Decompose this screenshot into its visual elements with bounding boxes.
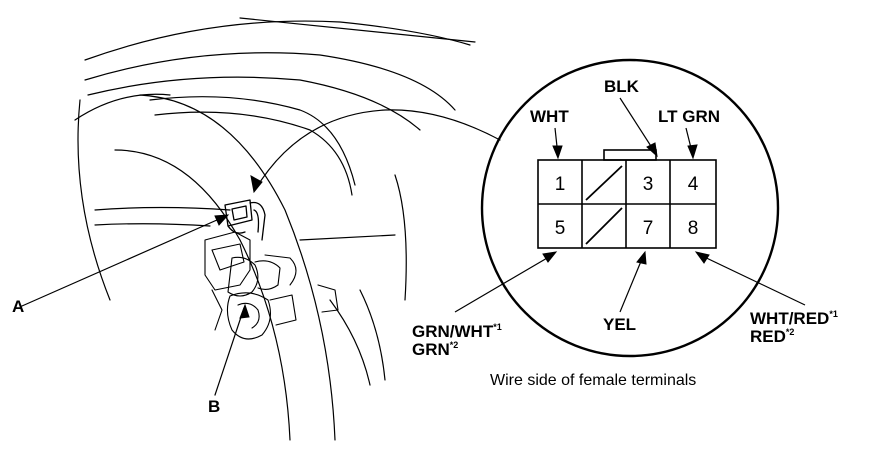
whtred-leader xyxy=(697,253,806,306)
pin-4-label: 4 xyxy=(688,174,699,195)
pin-5-label: 5 xyxy=(555,218,566,239)
dash-side-line-1 xyxy=(329,299,371,386)
red-text: RED xyxy=(750,327,786,346)
wire-label-blk: BLK xyxy=(604,77,639,96)
grn-text: GRN xyxy=(412,340,450,359)
steering-wheel-inner xyxy=(114,149,291,441)
yel-leader xyxy=(619,253,645,313)
yel-arrowhead xyxy=(636,250,647,265)
wht-red-note: *1 xyxy=(829,309,838,319)
wire-label-wht: WHT xyxy=(530,107,569,126)
grn-wht-note: *1 xyxy=(493,322,502,332)
grnwht-arrowhead xyxy=(542,251,558,263)
meter-hood-upper xyxy=(149,96,356,186)
wire-label-grn: GRN*2 xyxy=(412,336,458,359)
pin-3-label: 3 xyxy=(643,174,654,195)
wire-label-yel: YEL xyxy=(603,315,637,334)
dash-right-line xyxy=(394,174,407,301)
dash-upper-curve xyxy=(84,20,471,61)
dash-lower-right xyxy=(299,234,396,241)
dash-bezel-inner xyxy=(87,76,421,131)
grnwht-leader xyxy=(454,253,555,313)
diagram-caption: Wire side of female terminals xyxy=(490,372,697,389)
dash-side-line-2 xyxy=(359,289,386,381)
wire-label-lt-grn: LT GRN xyxy=(658,107,721,126)
pin-1-label: 1 xyxy=(555,174,566,195)
callout-b-leader xyxy=(214,307,245,396)
pointer-arrowhead xyxy=(250,175,263,194)
pointer-arrow xyxy=(254,109,501,191)
blk-leader xyxy=(619,97,657,155)
pin-7-label: 7 xyxy=(643,218,654,239)
connector-a-body xyxy=(224,199,266,241)
pin-8-label: 8 xyxy=(688,218,699,239)
red-note: *2 xyxy=(785,327,795,337)
callout-b-label: B xyxy=(208,397,221,416)
wht-arrowhead xyxy=(552,145,563,160)
blk-arrowhead xyxy=(646,142,658,158)
wire-label-wht-red: WHT/RED*1 xyxy=(750,305,838,328)
steering-wheel-outer xyxy=(139,94,336,441)
wire-label-grn-wht: GRN/WHT*1 xyxy=(412,318,502,341)
dash-left-edge xyxy=(77,99,111,301)
wht-red-text: WHT/RED xyxy=(750,309,830,328)
callout-a-label: A xyxy=(12,297,25,316)
dash-mid-line-2 xyxy=(94,223,211,227)
grn-note: *2 xyxy=(449,340,459,350)
steering-wheel-rim-top xyxy=(74,93,171,121)
grn-wht-text: GRN/WHT xyxy=(412,322,494,341)
dash-bezel-outer xyxy=(84,52,456,111)
whtred-arrowhead xyxy=(694,251,710,264)
magnifier-circle xyxy=(480,58,780,358)
callout-b-arrowhead xyxy=(239,303,250,319)
ltgrn-arrowhead xyxy=(687,144,698,160)
callout-a-leader xyxy=(21,215,227,307)
callout-a-arrowhead xyxy=(214,214,230,226)
wire-label-red: RED*2 xyxy=(750,323,794,346)
dash-mid-line xyxy=(94,206,231,211)
